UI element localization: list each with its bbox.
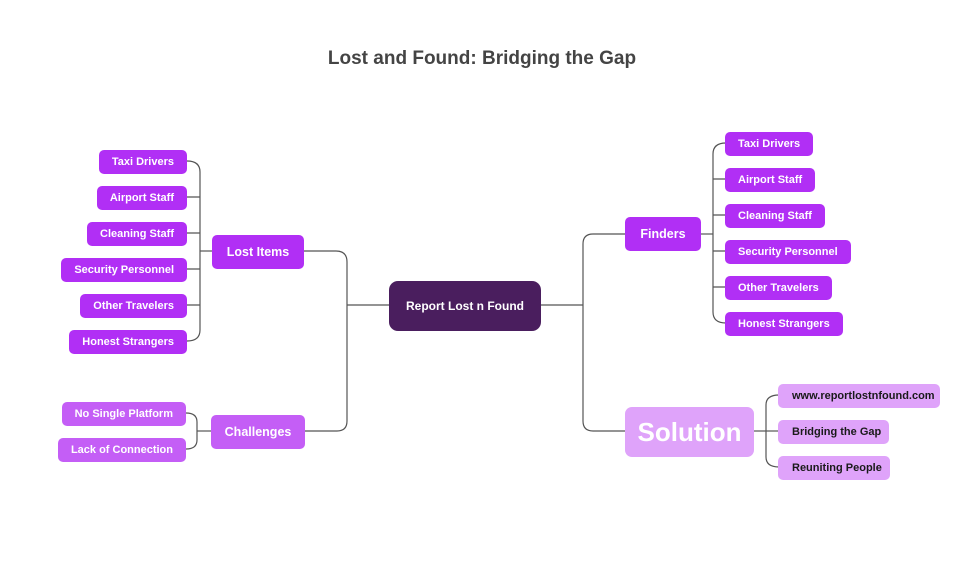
lost-items-leaf[interactable]: Cleaning Staff	[87, 222, 187, 246]
challenges-leaf[interactable]: No Single Platform	[61, 402, 186, 426]
leaf-label: Cleaning Staff	[738, 210, 812, 222]
solution-node[interactable]: Solution	[625, 407, 754, 457]
leaf-label: www.reportlostnfound.com	[792, 390, 935, 402]
leaf-label: Cleaning Staff	[100, 228, 174, 240]
lost-items-leaf[interactable]: Airport Staff	[96, 186, 187, 210]
challenges-label: Challenges	[224, 425, 292, 439]
finders-leaf[interactable]: Cleaning Staff	[725, 204, 825, 228]
challenges-leaf[interactable]: Lack of Connection	[57, 438, 186, 462]
leaf-label: Honest Strangers	[738, 318, 830, 330]
leaf-label: Honest Strangers	[82, 336, 174, 348]
lost-items-leaf[interactable]: Honest Strangers	[69, 330, 187, 354]
connector-root-finders	[582, 233, 626, 305]
finders-leaf[interactable]: Other Travelers	[725, 276, 832, 300]
solution-label: Solution	[637, 416, 742, 447]
connector-root-lost-items	[304, 250, 348, 305]
leaf-label: Reuniting People	[792, 462, 882, 474]
root-node[interactable]: Report Lost n Found	[389, 281, 541, 331]
leaf-label: Taxi Drivers	[738, 138, 801, 150]
solution-leaf[interactable]: Reuniting People	[778, 456, 890, 480]
finders-leaf[interactable]: Honest Strangers	[725, 312, 843, 336]
leaf-label: Other Travelers	[738, 282, 819, 294]
leaf-label: Security Personnel	[738, 246, 838, 258]
lost-items-leaf[interactable]: Taxi Drivers	[98, 150, 187, 174]
root-label: Report Lost n Found	[406, 299, 524, 313]
leaf-label: No Single Platform	[74, 408, 173, 420]
leaf-label: Lack of Connection	[70, 444, 173, 456]
challenges-node[interactable]: Challenges	[211, 415, 305, 449]
leaf-label: Bridging the Gap	[792, 426, 882, 438]
finders-leaf[interactable]: Security Personnel	[725, 240, 851, 264]
leaf-label: Security Personnel	[74, 264, 174, 276]
leaf-label: Airport Staff	[738, 174, 803, 186]
lost-items-node[interactable]: Lost Items	[212, 235, 304, 269]
solution-leaf[interactable]: www.reportlostnfound.com	[778, 384, 940, 408]
connector-root-challenges	[304, 305, 348, 432]
lost-items-leaf[interactable]: Security Personnel	[61, 258, 187, 282]
diagram-title: Lost and Found: Bridging the Gap	[327, 48, 637, 69]
finders-leaf[interactable]: Taxi Drivers	[725, 132, 814, 156]
finders-node[interactable]: Finders	[625, 217, 701, 251]
finders-label: Finders	[640, 227, 686, 241]
finders-leaf[interactable]: Airport Staff	[725, 168, 816, 192]
leaf-label: Airport Staff	[109, 192, 174, 204]
lost-items-leaf[interactable]: Other Travelers	[80, 294, 187, 318]
leaf-label: Taxi Drivers	[111, 156, 174, 168]
connector-root-solution	[582, 305, 626, 432]
lost-items-label: Lost Items	[226, 245, 290, 259]
leaf-label: Other Travelers	[93, 300, 174, 312]
solution-leaf[interactable]: Bridging the Gap	[778, 420, 889, 444]
